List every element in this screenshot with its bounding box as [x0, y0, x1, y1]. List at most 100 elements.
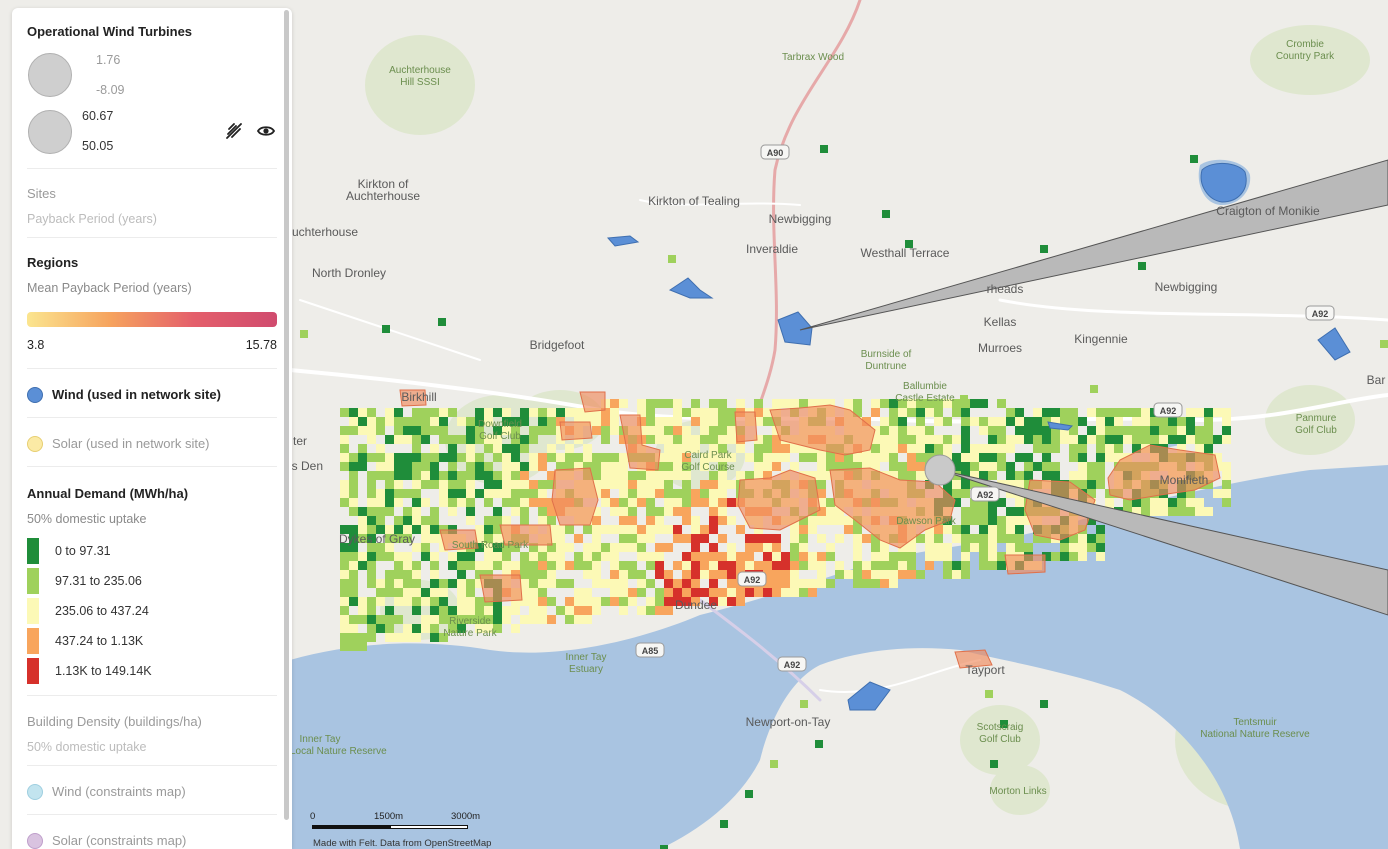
demand-cell: [394, 417, 403, 426]
demand-cell: [718, 426, 727, 435]
demand-cell: [1096, 408, 1105, 417]
hide-in-zoom-icon[interactable]: [223, 120, 245, 142]
demand-cell: [358, 606, 367, 615]
demand-cell: [709, 579, 718, 588]
demand-cell: [430, 453, 439, 462]
demand-cell: [988, 534, 997, 543]
demand-cell: [979, 525, 988, 534]
regions-payback-layer[interactable]: [399, 389, 1221, 669]
demand-cell: [709, 498, 718, 507]
demand-cell: [412, 516, 421, 525]
demand-cell: [484, 543, 493, 552]
demand-cell: [781, 399, 790, 408]
demand-cell: [574, 534, 583, 543]
demand-cell: [475, 624, 484, 633]
demand-cell: [340, 480, 349, 489]
demand-cell: [808, 516, 817, 525]
demand-cell: [619, 480, 628, 489]
demand-cell: [709, 399, 718, 408]
demand-cell: [1141, 426, 1150, 435]
demand-cell: [412, 462, 421, 471]
demand-cell: [970, 417, 979, 426]
demand-cell: [1159, 507, 1168, 516]
demand-cell: [988, 471, 997, 480]
tay-estuary: [290, 465, 1388, 849]
demand-cell: [493, 534, 502, 543]
legend-scrollbar[interactable]: [284, 10, 289, 820]
demand-cell: [790, 588, 799, 597]
demand-cell: [979, 471, 988, 480]
demand-cell: [475, 408, 484, 417]
demand-cell: [754, 399, 763, 408]
demand-cell: [718, 534, 727, 543]
demand-cell: [430, 525, 439, 534]
demand-cell: [385, 525, 394, 534]
demand-cell: [745, 790, 753, 798]
demand-cell: [466, 435, 475, 444]
place-label: Newbigging: [1155, 280, 1218, 294]
place-label: Inveraldie: [746, 242, 798, 256]
demand-cell: [547, 615, 556, 624]
demand-cell: [358, 633, 367, 642]
wind-network-sites[interactable]: [606, 163, 1351, 711]
demand-cell: [979, 552, 988, 561]
demand-cell: [583, 408, 592, 417]
demand-cell: [340, 453, 349, 462]
demand-cell: [772, 570, 781, 579]
demand-cell: [367, 507, 376, 516]
demand-cell: [682, 588, 691, 597]
eye-icon[interactable]: [255, 120, 277, 142]
demand-cell: [1096, 462, 1105, 471]
demand-cell: [457, 615, 466, 624]
demand-cell: [367, 426, 376, 435]
demand-cell: [421, 426, 430, 435]
demand-class-swatch: [27, 598, 39, 624]
demand-cell: [358, 444, 367, 453]
demand-cell: [574, 606, 583, 615]
demand-cell: [952, 534, 961, 543]
demand-cell: [493, 426, 502, 435]
demand-cell: [430, 471, 439, 480]
demand-cell: [358, 561, 367, 570]
demand-cell: [385, 489, 394, 498]
demand-cell: [637, 543, 646, 552]
demand-cell: [655, 552, 664, 561]
demand-cell: [979, 462, 988, 471]
demand-cell: [403, 624, 412, 633]
demand-cell: [592, 552, 601, 561]
demand-cell: [457, 606, 466, 615]
demand-cell: [772, 579, 781, 588]
demand-cell: [682, 597, 691, 606]
road-shield-label: A90: [767, 148, 784, 158]
wind-turbine-marker[interactable]: [924, 454, 956, 486]
demand-cell: [889, 417, 898, 426]
demand-cell: [403, 525, 412, 534]
demand-cell: [979, 507, 988, 516]
attribution[interactable]: Made with Felt. Data from OpenStreetMap: [313, 838, 492, 849]
demand-cell: [655, 471, 664, 480]
demand-cell: [1078, 435, 1087, 444]
demand-cell: [1006, 417, 1015, 426]
demand-cell: [763, 552, 772, 561]
demand-cell: [556, 606, 565, 615]
demand-cell: [871, 435, 880, 444]
demand-cell: [1222, 408, 1231, 417]
demand-cell: [898, 417, 907, 426]
demand-cell: [1015, 453, 1024, 462]
demand-cell: [448, 579, 457, 588]
demand-cell: [727, 552, 736, 561]
demand-cell: [1096, 534, 1105, 543]
demand-cell: [412, 417, 421, 426]
annual-demand-layer[interactable]: [300, 145, 1388, 849]
demand-cell: [655, 570, 664, 579]
demand-cell: [358, 615, 367, 624]
demand-cell: [601, 453, 610, 462]
demand-cell: [475, 543, 484, 552]
demand-cell: [385, 480, 394, 489]
demand-cell: [988, 444, 997, 453]
demand-cell: [718, 480, 727, 489]
demand-cell: [700, 534, 709, 543]
demand-cell: [1204, 408, 1213, 417]
demand-cell: [610, 408, 619, 417]
demand-cell: [1132, 408, 1141, 417]
